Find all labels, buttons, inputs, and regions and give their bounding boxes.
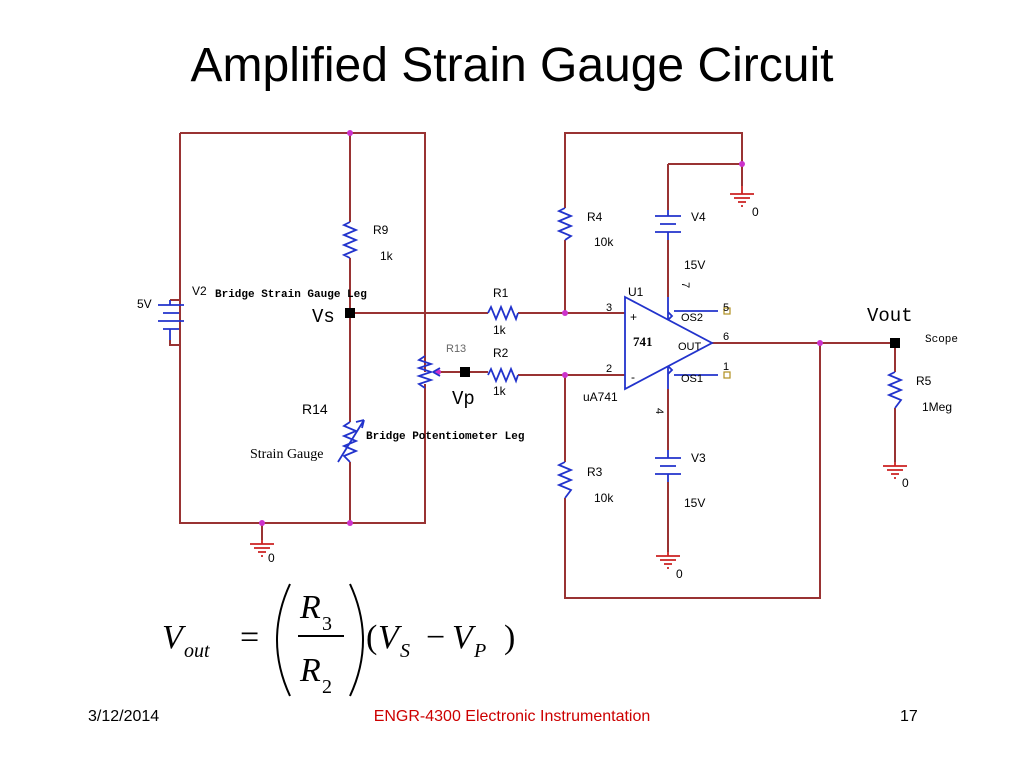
v2-battery xyxy=(158,300,184,346)
eq-den-sub: 2 xyxy=(322,676,332,698)
scope-label: Scope xyxy=(925,334,958,346)
eq-left-big-paren xyxy=(276,583,291,697)
r9-value-label: 1k xyxy=(380,249,394,263)
v4-value-label: 15V xyxy=(684,258,705,272)
ground-label-top-right: 0 xyxy=(752,205,759,219)
r4-name-label: R4 xyxy=(587,210,603,224)
r5-name-label: R5 xyxy=(916,374,932,388)
junction-dots xyxy=(259,130,823,526)
bridge-strain-leg-label: Bridge Strain Gauge Leg xyxy=(215,289,367,301)
r1-name-label: R1 xyxy=(493,286,509,300)
eq-close-paren: ) xyxy=(504,619,515,656)
v3-value-label: 15V xyxy=(684,496,705,510)
r9-name-label: R9 xyxy=(373,223,389,237)
footer-page-number: 17 xyxy=(900,708,918,725)
ground-label-v3: 0 xyxy=(676,567,683,581)
eq-vp-sub: P xyxy=(473,640,486,662)
r2-resistor xyxy=(487,366,519,384)
r4-resistor xyxy=(556,207,574,241)
opamp-plus-label: + xyxy=(630,310,637,324)
pin3-label: 3 xyxy=(606,302,612,314)
footer-date: 3/12/2014 xyxy=(88,708,160,725)
bridge-pot-leg-label: Bridge Potentiometer Leg xyxy=(366,431,524,443)
r1-value-label: 1k xyxy=(493,323,507,337)
eq-open-paren: ( xyxy=(366,619,377,656)
ground-label-r5: 0 xyxy=(902,476,909,490)
eq-equals: = xyxy=(240,619,259,656)
v3-name-label: V3 xyxy=(691,451,706,465)
vout-node-label: Vout xyxy=(867,305,913,327)
r1-resistor xyxy=(487,304,519,322)
pin1-label: 1 xyxy=(723,361,729,373)
wires xyxy=(170,132,896,599)
slide-title: Amplified Strain Gauge Circuit xyxy=(190,39,834,92)
eq-vs-sub: S xyxy=(400,640,410,662)
r3-name-label: R3 xyxy=(587,465,603,479)
r13-potentiometer xyxy=(416,355,441,389)
r5-resistor xyxy=(886,371,904,409)
u1-part-label: uA741 xyxy=(583,390,618,404)
r3-resistor xyxy=(556,461,574,499)
pin6-label: 6 xyxy=(723,331,729,343)
r9-resistor xyxy=(341,221,359,259)
ground-symbol-bridge xyxy=(250,540,274,557)
r14-strain-gauge xyxy=(337,419,365,463)
r2-name-label: R2 xyxy=(493,346,509,360)
ground-symbol-top-right xyxy=(730,186,754,207)
vp-node-marker xyxy=(460,367,470,377)
pin2-label: 2 xyxy=(606,363,612,375)
r14-name-label: R14 xyxy=(302,401,328,417)
r4-value-label: 10k xyxy=(594,235,614,249)
ground-label-bridge: 0 xyxy=(268,551,275,565)
eq-right-big-paren xyxy=(349,583,364,697)
vs-node-marker xyxy=(345,308,355,318)
v2-name-label: V2 xyxy=(192,284,207,298)
eq-den-var: R xyxy=(299,652,321,689)
opamp-minus-label: - xyxy=(631,370,635,384)
pin4-label: 4 xyxy=(653,408,665,414)
os1-label: OS1 xyxy=(681,373,703,385)
circuit-labels: 5V V2 Bridge Strain Gauge Leg Vs R9 1k R… xyxy=(137,205,958,581)
r3-value-label: 10k xyxy=(594,491,614,505)
out-pin-label: OUT xyxy=(678,341,702,353)
os2-label: OS2 xyxy=(681,312,703,324)
eq-lhs-sub: out xyxy=(184,640,210,662)
v2-value-label: 5V xyxy=(137,297,152,311)
ground-symbol-v3 xyxy=(656,552,680,569)
ground-symbol-r5 xyxy=(883,462,907,479)
output-equation: V out = R 3 R 2 ( V S − V P ) xyxy=(162,583,515,698)
eq-num-sub: 3 xyxy=(322,613,332,635)
pin5-label: 5 xyxy=(723,302,729,314)
vp-node-label: Vp xyxy=(452,388,475,410)
opamp-741-label: 741 xyxy=(633,334,653,349)
v3-battery xyxy=(655,450,681,482)
r5-value-label: 1Meg xyxy=(922,400,952,414)
pin7-label: 7 xyxy=(679,282,691,288)
v4-battery xyxy=(655,210,681,240)
v4-name-label: V4 xyxy=(691,210,706,224)
r13-name-label: R13 xyxy=(446,343,466,355)
eq-minus: − xyxy=(426,619,445,656)
op-amp-u1 xyxy=(624,295,731,391)
vs-node-label: Vs xyxy=(312,306,335,328)
strain-gauge-label: Strain Gauge xyxy=(250,447,323,462)
eq-num-var: R xyxy=(299,589,321,626)
u1-name-label: U1 xyxy=(628,285,644,299)
r2-value-label: 1k xyxy=(493,384,507,398)
vout-node-marker xyxy=(890,338,900,348)
footer-course-title: ENGR-4300 Electronic Instrumentation xyxy=(373,708,651,725)
